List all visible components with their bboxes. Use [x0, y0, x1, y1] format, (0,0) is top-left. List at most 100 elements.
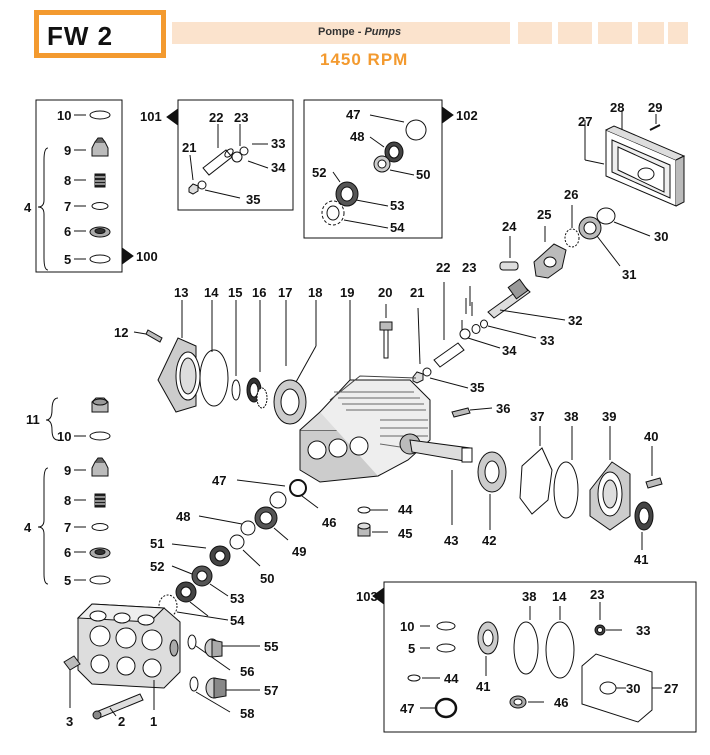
callout-30: 30: [654, 229, 668, 244]
callout-46: 46: [322, 515, 336, 530]
callout-48: 48: [176, 509, 190, 524]
callout-33: 33: [540, 333, 554, 348]
callout-10: 10: [57, 108, 71, 123]
callout-47: 47: [212, 473, 226, 488]
o-ring: [407, 674, 421, 682]
o-ring: [239, 146, 249, 156]
callout-14: 14: [552, 589, 567, 604]
o-ring: [405, 119, 427, 141]
seal: [509, 695, 527, 709]
group-arrow-102: [441, 106, 454, 124]
washer: [197, 180, 207, 190]
valve-plate: [91, 202, 109, 210]
seal: [335, 181, 359, 207]
callout-35: 35: [246, 192, 260, 207]
kit-box-102: [303, 99, 443, 239]
nut: [412, 371, 424, 384]
callout-37: 37: [530, 409, 544, 424]
callout-8: 8: [64, 173, 71, 188]
plunger-sleeve: [202, 148, 234, 176]
callout-14: 14: [204, 285, 219, 300]
callout-10: 10: [57, 429, 71, 444]
header-stripe: [518, 22, 552, 44]
washer: [231, 151, 243, 163]
header-stripe: [638, 22, 664, 44]
callout-47: 47: [346, 107, 360, 122]
callout-44: 44: [398, 502, 413, 517]
callout-11: 11: [26, 412, 40, 427]
group-label-102: 102: [456, 108, 478, 123]
o-ring: [436, 643, 456, 653]
seal-ring: [229, 534, 245, 550]
callout-51: 51: [150, 536, 164, 551]
screw: [145, 329, 163, 343]
crankcase: [299, 375, 431, 483]
cover-plug: [578, 216, 602, 240]
brace-4-bottom: [37, 467, 49, 585]
callout-1: 1: [150, 714, 157, 729]
valve-seat: [89, 226, 111, 238]
nut: [188, 183, 199, 195]
crankshaft: [409, 439, 473, 463]
washer: [471, 324, 481, 334]
group-label-101: 101: [140, 109, 162, 124]
pin: [499, 261, 519, 271]
callout-49: 49: [292, 544, 306, 559]
oil-cap: [379, 321, 393, 359]
bearing-flange: [157, 337, 201, 413]
callout-33: 33: [271, 136, 285, 151]
callout-53: 53: [390, 198, 404, 213]
callout-58: 58: [240, 706, 254, 721]
seal: [269, 491, 287, 509]
callout-20: 20: [378, 285, 392, 300]
callout-34: 34: [271, 160, 286, 175]
callout-53: 53: [230, 591, 244, 606]
plunger-sleeve: [433, 342, 465, 368]
connecting-rod: [533, 243, 567, 279]
callout-47: 47: [400, 701, 414, 716]
o-ring: [89, 431, 111, 441]
callout-21: 21: [182, 140, 196, 155]
brace-4-top: [37, 147, 49, 271]
callout-7: 7: [64, 199, 71, 214]
callout-15: 15: [228, 285, 242, 300]
group-label-103: 103: [356, 589, 378, 604]
callout-labels: 10 9 8 7 6 5 4 100 101 22 23 33 34 21 35…: [24, 100, 678, 729]
callout-42: 42: [482, 533, 496, 548]
callout-36: 36: [496, 401, 510, 416]
valve-cap: [91, 137, 109, 157]
callout-26: 26: [564, 187, 578, 202]
o-ring: [89, 110, 111, 120]
callout-54: 54: [230, 613, 245, 628]
plug: [204, 638, 223, 658]
group-arrow-101: [166, 108, 179, 126]
bearing: [477, 451, 507, 493]
callout-45: 45: [398, 526, 412, 541]
callout-41: 41: [476, 679, 490, 694]
callout-56: 56: [240, 664, 254, 679]
o-ring: [480, 319, 488, 329]
callout-23: 23: [590, 587, 604, 602]
kit-box-100: [35, 99, 123, 273]
callout-24: 24: [502, 219, 517, 234]
page-code-box: FW 2: [34, 10, 166, 58]
valve-cap: [91, 457, 109, 477]
callout-16: 16: [252, 285, 266, 300]
seal: [209, 545, 231, 567]
callout-22: 22: [436, 260, 450, 275]
washer-notched: [321, 200, 345, 226]
callout-9: 9: [64, 463, 71, 478]
callout-40: 40: [644, 429, 658, 444]
valve-spring: [94, 493, 106, 508]
callout-44: 44: [444, 671, 459, 686]
callout-13: 13: [174, 285, 188, 300]
group-arrow-103: [372, 587, 385, 605]
callout-3: 3: [66, 714, 73, 729]
callout-57: 57: [264, 683, 278, 698]
callout-29: 29: [648, 100, 662, 115]
o-ring: [357, 506, 371, 514]
callout-5: 5: [408, 641, 415, 656]
o-ring: [553, 461, 579, 519]
